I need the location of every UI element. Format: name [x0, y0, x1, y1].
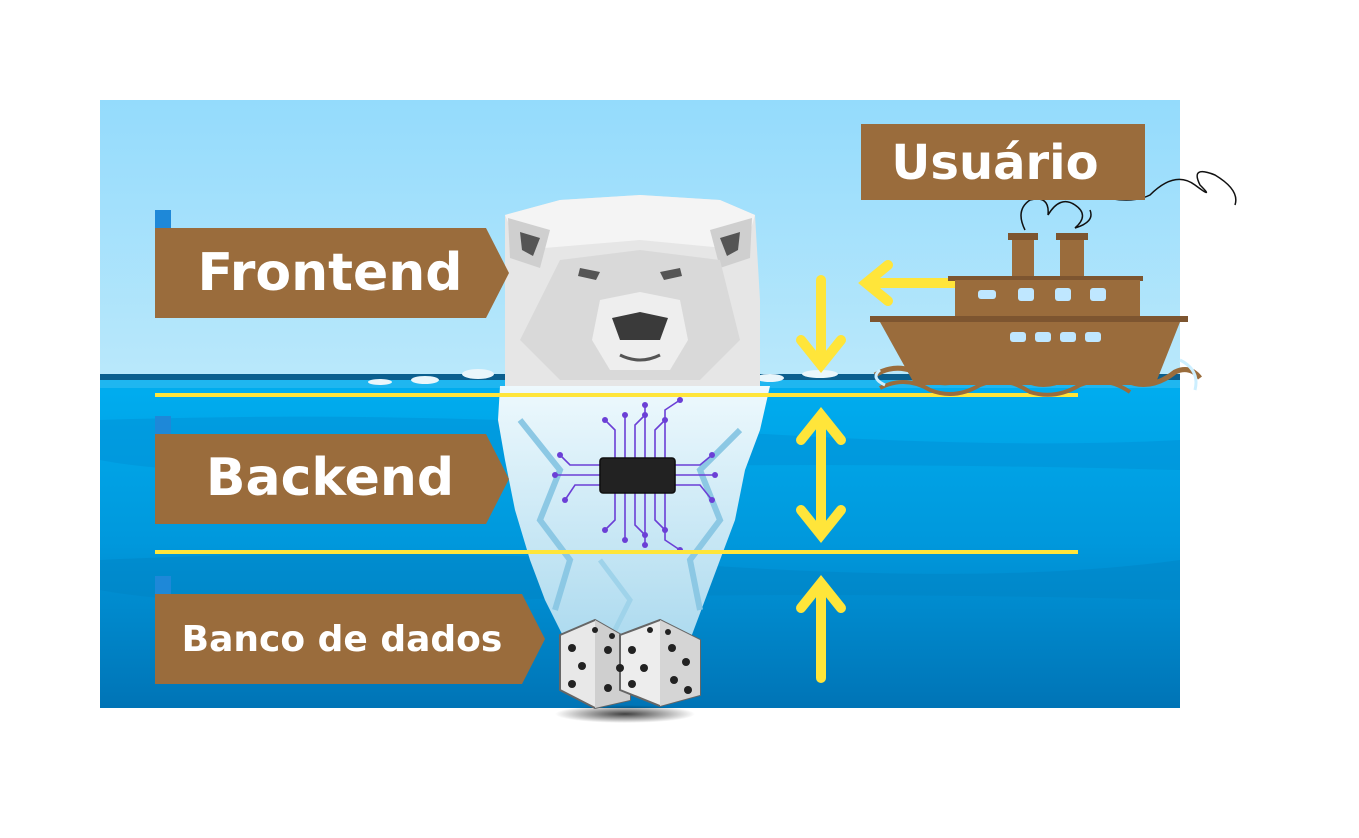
label-frontend: Frontend	[155, 210, 509, 318]
dice-icon	[555, 618, 701, 723]
label-user: Usuário	[861, 124, 1145, 200]
floating-ice	[368, 369, 838, 385]
polar-bear-icon	[505, 195, 760, 386]
label-backend-text: Backend	[206, 448, 454, 508]
label-database: Banco de dados	[155, 576, 545, 684]
label-frontend-text: Frontend	[198, 243, 463, 303]
label-backend: Backend	[155, 416, 509, 524]
arrow-down-frontend	[796, 275, 846, 374]
ship-icon	[870, 170, 1237, 397]
microchip-icon	[552, 397, 718, 553]
arrow-up-database	[796, 574, 846, 683]
iceberg	[498, 386, 770, 660]
label-user-text: Usuário	[891, 135, 1098, 191]
label-database-text: Banco de dados	[182, 619, 503, 660]
arrow-left-user	[858, 260, 960, 306]
arrow-bidirectional-backend	[796, 406, 846, 544]
